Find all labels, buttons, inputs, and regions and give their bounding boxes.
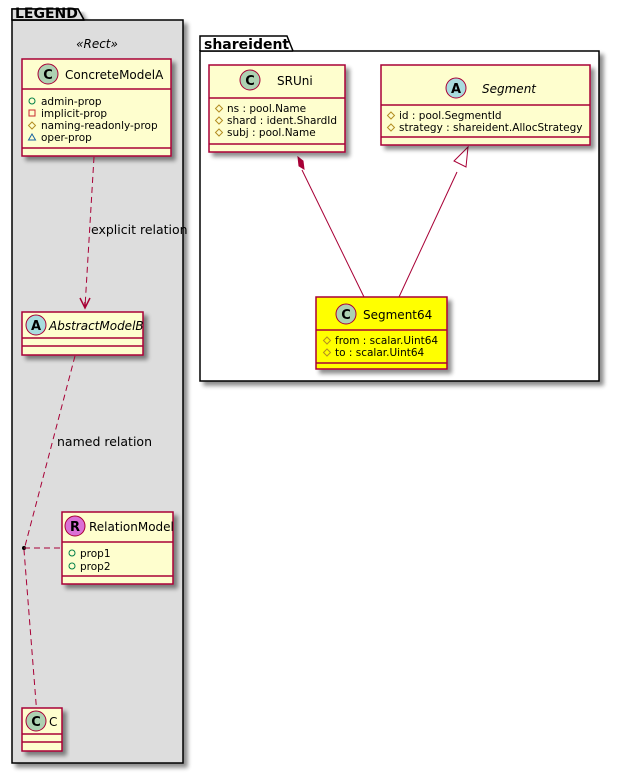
class-name: RelationModel — [89, 520, 174, 534]
class-spot-icon: C — [239, 69, 261, 91]
legend-stereotype: «Rect» — [76, 37, 118, 51]
svg-text:C: C — [43, 68, 53, 83]
class-segment[interactable]: A Segment id : pool.SegmentId strategy :… — [380, 64, 591, 146]
attribute: subj : pool.Name — [227, 127, 316, 139]
svg-text:A: A — [31, 319, 41, 334]
attribute: to : scalar.Uint64 — [335, 347, 425, 359]
abstract-spot-icon: A — [25, 314, 47, 336]
class-c[interactable]: C C — [21, 707, 63, 752]
composition-diamond-icon — [297, 155, 305, 170]
abstract-spot-icon: A — [445, 77, 467, 99]
attribute: id : pool.SegmentId — [399, 110, 502, 122]
attribute: oper-prop — [41, 132, 92, 144]
attribute: strategy : shareident.AllocStrategy — [399, 122, 582, 134]
attribute: admin-prop — [41, 96, 102, 108]
public-visibility-icon — [28, 97, 36, 105]
svg-text:C: C — [341, 308, 351, 323]
class-name: Segment64 — [363, 308, 432, 322]
svg-text:R: R — [70, 520, 80, 535]
legend-title: LEGEND — [15, 6, 78, 22]
edge-named-relation: named relation — [22, 355, 152, 731]
edge-label: explicit relation — [91, 222, 188, 237]
protected-visibility-icon — [214, 128, 224, 137]
class-name: Segment — [482, 82, 537, 96]
class-name: ConcreteModelA — [65, 68, 164, 82]
public-visibility-icon — [68, 562, 76, 570]
attribute: implicit-prop — [41, 108, 107, 120]
class-name: C — [49, 715, 57, 729]
protected-visibility-icon — [214, 104, 224, 113]
svg-text:A: A — [451, 82, 461, 97]
edge-inheritance — [398, 145, 469, 298]
class-spot-icon: C — [37, 63, 59, 85]
attribute: ns : pool.Name — [227, 103, 306, 115]
attribute: from : scalar.Uint64 — [335, 335, 438, 347]
edge-label: named relation — [57, 434, 152, 449]
inheritance-triangle-icon — [453, 145, 469, 168]
package-visibility-icon — [27, 133, 37, 141]
private-visibility-icon — [28, 109, 36, 117]
class-sruni[interactable]: C SRUni ns : pool.Name shard : ident.Sha… — [208, 64, 346, 153]
class-abstract-model-b[interactable]: A AbstractModelB — [21, 311, 144, 356]
edge-composition — [297, 155, 365, 298]
class-spot-icon: C — [335, 303, 357, 325]
class-concrete-model-a[interactable]: C ConcreteModelA admin-prop implicit-pro… — [21, 58, 172, 157]
protected-visibility-icon — [214, 116, 224, 125]
attribute: prop1 — [80, 548, 111, 560]
protected-visibility-icon — [386, 111, 396, 120]
edge-explicit-relation: explicit relation — [79, 156, 188, 310]
relation-spot-icon: R — [64, 515, 86, 537]
attribute: naming-readonly-prop — [41, 120, 158, 132]
class-segment64[interactable]: C Segment64 from : scalar.Uint64 to : sc… — [315, 296, 448, 370]
attribute: shard : ident.ShardId — [227, 115, 337, 127]
package-title: shareident — [204, 37, 289, 53]
attribute: prop2 — [80, 561, 111, 573]
svg-text:C: C — [31, 715, 41, 730]
svg-text:C: C — [245, 74, 255, 89]
protected-visibility-icon — [27, 121, 37, 130]
protected-visibility-icon — [322, 348, 332, 357]
class-spot-icon: C — [25, 710, 47, 732]
protected-visibility-icon — [322, 336, 332, 345]
class-name: SRUni — [277, 74, 313, 88]
class-name: AbstractModelB — [48, 319, 144, 333]
class-relation-model[interactable]: R RelationModel prop1 prop2 — [61, 511, 174, 585]
protected-visibility-icon — [386, 123, 396, 132]
public-visibility-icon — [68, 549, 76, 557]
